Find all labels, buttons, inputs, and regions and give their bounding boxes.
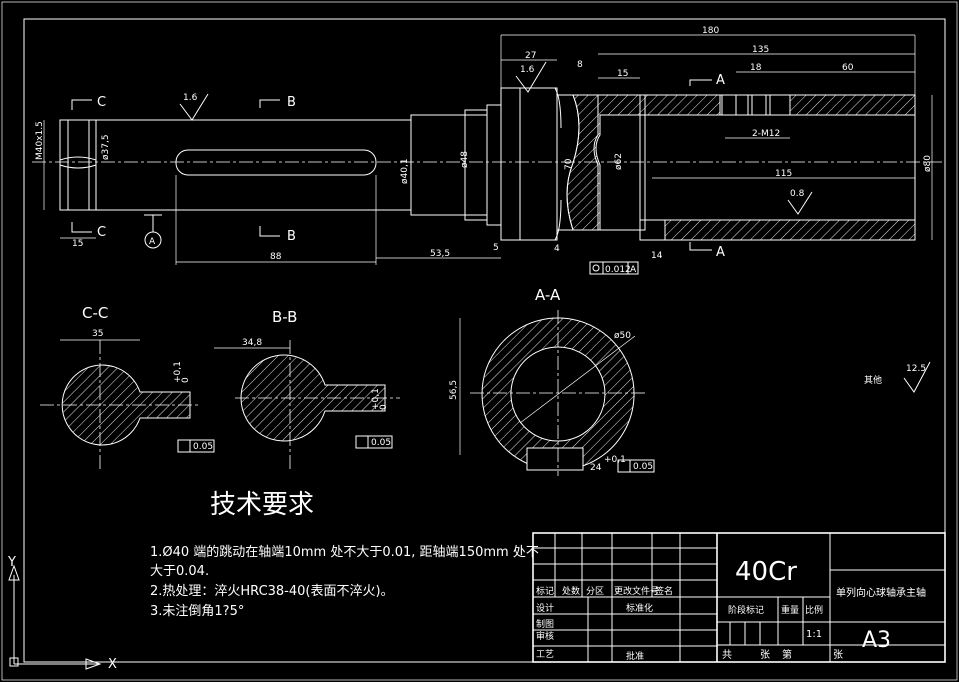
dim-phi80: ø80	[923, 155, 933, 172]
dim-34-8: 34,8	[242, 338, 262, 348]
dim-24: 24	[590, 463, 602, 473]
runout-datum: A	[630, 265, 637, 275]
tech-req-line-1: 1.Ø40 端的跳动在轴端10mm 处不大于0.01, 距轴端150mm 处不	[150, 544, 539, 560]
main-dimensions: 180 135 27 8 15 18 60 115 2-M12 14 4 5 8…	[35, 26, 933, 275]
dim-70: 70	[564, 158, 574, 170]
dim-5: 5	[493, 243, 499, 253]
tol-0-05-c: 0.05	[193, 442, 213, 452]
roughness-12-5: 12.5	[906, 364, 926, 374]
dim-60: 60	[842, 63, 854, 73]
tb-page: 第	[782, 648, 792, 661]
marker-a-bottom: A	[716, 245, 725, 260]
tb-weight: 重量	[781, 604, 799, 616]
marker-c-bottom: C	[97, 225, 106, 240]
marker-b-top: B	[287, 95, 296, 110]
dim-14: 14	[651, 251, 663, 261]
section-b-b: B-B 34,8 +0,1 0 0.05	[214, 308, 400, 470]
tol-plus-0-1-b: +0,1	[371, 388, 381, 410]
main-shaft-view	[32, 87, 942, 241]
sheet-frame	[23, 18, 946, 663]
tol-plus-0-1-c: +0,1	[173, 361, 183, 383]
section-b-b-title: B-B	[272, 308, 297, 326]
tb-process: 工艺	[536, 649, 554, 660]
dim-8: 8	[577, 60, 583, 70]
dim-27: 27	[525, 51, 536, 61]
dim-m40x1-5: M40x1.5	[35, 121, 45, 160]
tol-0-c: 0	[181, 377, 191, 383]
tol-0-b: 0	[379, 404, 389, 410]
dim-18: 18	[750, 63, 762, 73]
title-block: 40Cr 单列向心球轴承主轴 A3 标记 处数 分区 更改文件号 签名 设计 标…	[532, 532, 946, 663]
tb-zone: 分区	[586, 586, 604, 597]
tech-req-title: 技术要求	[210, 490, 314, 520]
section-a-a-title: A-A	[535, 286, 561, 304]
dim-4: 4	[554, 244, 560, 254]
roughness-symbols: 1.6 1.6 0.8 12.5 其他	[179, 61, 931, 393]
tb-sheet2: 张	[833, 649, 843, 661]
tb-standard: 标准化	[626, 602, 653, 614]
tb-doc-no: 更改文件号	[614, 585, 659, 597]
tb-check: 审核	[536, 630, 554, 642]
tol-plus-0-1-a: +0,1	[604, 455, 626, 465]
dim-88: 88	[270, 252, 282, 262]
tb-drawing: 制图	[536, 618, 554, 630]
ucs-y-label: Y	[7, 555, 16, 570]
roughness-1-6-flange: 1.6	[520, 65, 535, 75]
marker-b-bottom: B	[287, 229, 296, 244]
section-c-c-title: C-C	[82, 304, 108, 322]
marker-a-top: A	[716, 73, 725, 88]
tb-scale: 比例	[805, 604, 823, 616]
dim-56-5: 56,5	[449, 380, 459, 400]
dim-53-5: 53,5	[430, 249, 450, 259]
dim-180: 180	[702, 26, 719, 36]
roughness-other-label: 其他	[864, 374, 882, 386]
ucs-icon: Y X	[7, 555, 117, 672]
dim-phi40-1: ø40,1	[400, 158, 410, 184]
section-c-c: C-C 35 +0,1 0 0.05	[40, 304, 215, 470]
title-part-name: 单列向心球轴承主轴	[836, 586, 926, 599]
tb-stage: 阶段标记	[728, 604, 764, 616]
dim-35: 35	[92, 329, 103, 339]
tb-total: 共	[722, 649, 732, 661]
dim-135: 135	[752, 45, 769, 55]
dim-phi48: ø48	[460, 151, 470, 168]
tb-scale-value: 1:1	[806, 629, 822, 640]
tb-approve: 批准	[626, 650, 644, 662]
datum-a-label: A	[149, 237, 156, 247]
roughness-0-8: 0.8	[790, 189, 805, 199]
runout-value: 0.012	[605, 265, 631, 275]
tech-req-line-2: 大于0.04.	[150, 564, 209, 579]
tb-sign: 签名	[655, 585, 673, 597]
dim-phi37-5: ø37,5	[101, 134, 111, 160]
tech-req-line-4: 3.未注倒角1?5°	[150, 604, 244, 619]
dim-15-top: 15	[617, 69, 628, 79]
tb-design: 设计	[536, 602, 554, 614]
dim-15-left: 15	[72, 239, 83, 249]
dim-phi50: ø50	[614, 331, 631, 341]
dim-phi62: ø62	[614, 153, 624, 170]
tb-count: 处数	[562, 585, 580, 597]
tol-0-05-a: 0.05	[633, 462, 653, 472]
tol-0-05-b: 0.05	[371, 438, 391, 448]
tb-sheets: 张	[760, 649, 770, 661]
title-material: 40Cr	[735, 557, 797, 587]
technical-requirements: 技术要求 1.Ø40 端的跳动在轴端10mm 处不大于0.01, 距轴端150m…	[150, 490, 539, 619]
title-format: A3	[862, 628, 891, 653]
tb-mark: 标记	[536, 585, 554, 597]
dim-2-m12: 2-M12	[752, 129, 780, 139]
marker-c-top: C	[97, 95, 106, 110]
section-markers: C C B B A A A	[71, 73, 725, 260]
roughness-1-6-left: 1.6	[183, 93, 198, 103]
tech-req-line-3: 2.热处理：淬火HRC38-40(表面不淬火)。	[150, 584, 394, 599]
section-a-a: A-A ø50 56,5 24 +0,1 0.05	[449, 286, 655, 476]
ucs-x-label: X	[108, 657, 117, 672]
dim-115: 115	[775, 169, 792, 179]
